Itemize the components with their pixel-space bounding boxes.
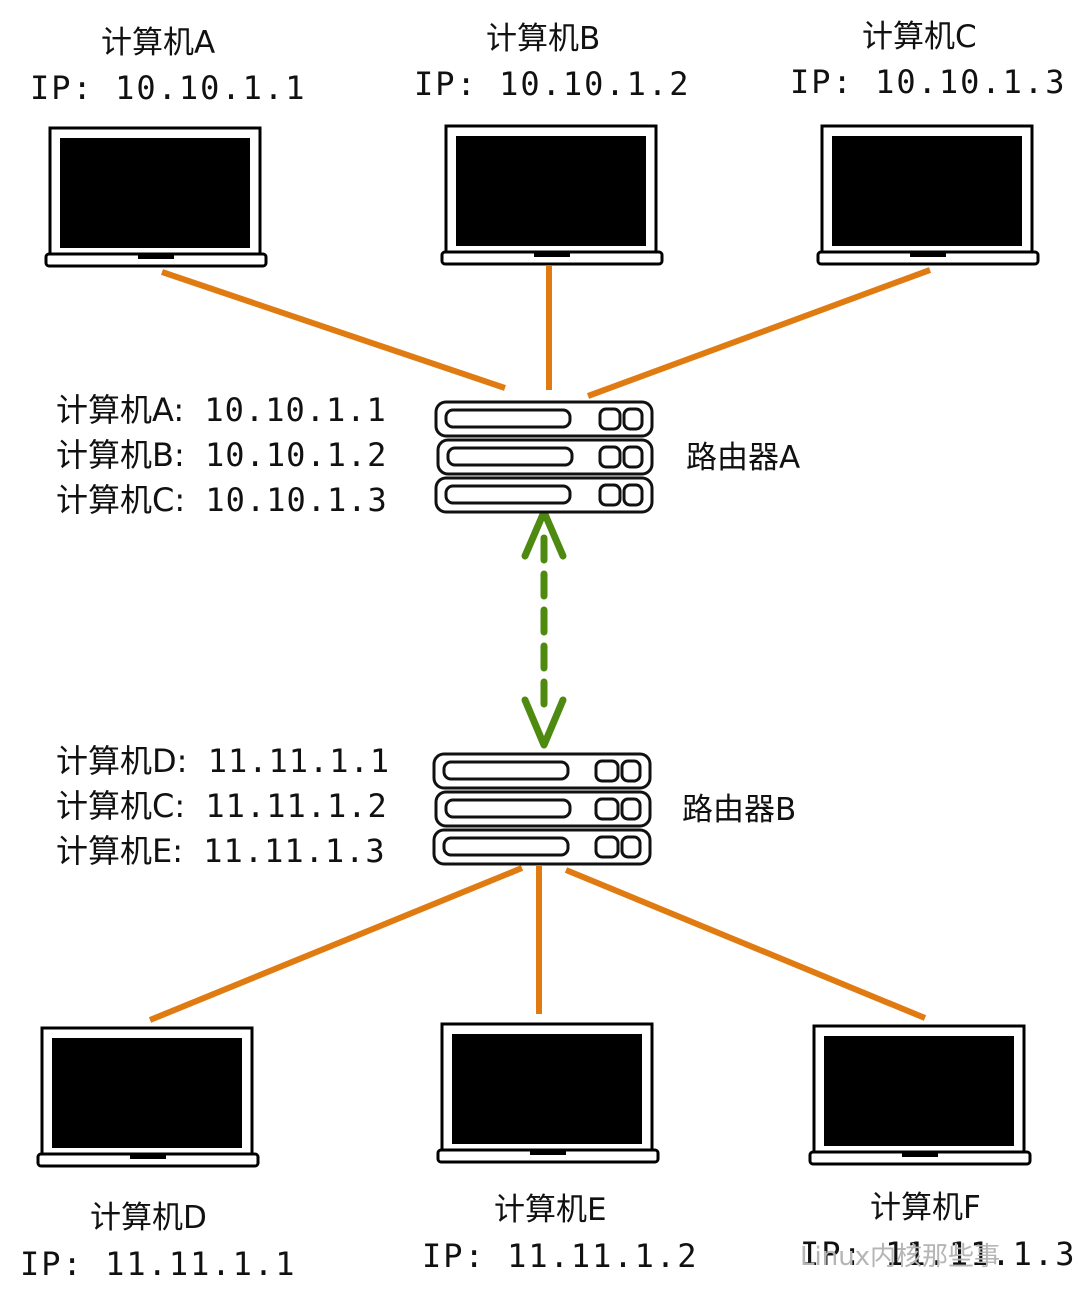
laptop-icon — [36, 1026, 260, 1168]
entry-computer-name: 计算机C: — [56, 787, 186, 825]
entry-ip: 10.10.1.3 — [205, 481, 388, 519]
computer-f-ip: IP: 11.11.1.3 — [800, 1235, 1077, 1273]
entry-ip: 10.10.1.1 — [204, 391, 387, 429]
link-router-b-computer-f — [564, 867, 927, 1021]
computer-b-ip: IP: 10.10.1.2 — [414, 65, 691, 103]
watermark: Linux内核那些事 — [800, 1242, 1001, 1272]
laptop-icon — [436, 1022, 660, 1164]
links-router-b — [148, 865, 927, 1023]
entry-ip: 11.11.1.2 — [205, 787, 388, 825]
router-a-entry: 计算机B: 10.10.1.2 — [56, 439, 387, 471]
router-icon — [434, 400, 654, 514]
link-computer-a-router-a — [161, 269, 506, 391]
computer-a-name: 计算机A — [101, 25, 216, 61]
entry-computer-name: 计算机E: — [56, 832, 184, 870]
router-a-name: 路由器A — [686, 440, 801, 476]
router-b-entry: 计算机D: 11.11.1.1 — [56, 745, 390, 777]
entry-ip: 11.11.1.3 — [203, 832, 386, 870]
laptop-icon — [816, 124, 1040, 266]
router-a-entry: 计算机C: 10.10.1.3 — [56, 484, 388, 516]
entry-computer-name: 计算机D: — [56, 742, 188, 780]
entry-ip: 11.11.1.1 — [207, 742, 391, 780]
computer-b-name: 计算机B — [486, 21, 601, 57]
links-router-a — [161, 266, 932, 399]
router-interconnect — [521, 508, 567, 749]
computer-d-name: 计算机D — [90, 1200, 207, 1236]
link-router-b-computer-d — [148, 865, 524, 1023]
router-b-name: 路由器B — [682, 792, 797, 828]
router-b-entry: 计算机E: 11.11.1.3 — [56, 835, 386, 867]
laptop-icon — [808, 1024, 1032, 1166]
entry-computer-name: 计算机A: — [56, 391, 185, 429]
entry-computer-name: 计算机C: — [56, 481, 186, 519]
entry-computer-name: 计算机B: — [56, 436, 185, 474]
computer-a-ip: IP: 10.10.1.1 — [30, 69, 307, 107]
entry-ip: 10.10.1.2 — [205, 436, 388, 474]
router-icon — [432, 752, 652, 866]
laptop-icon — [440, 124, 664, 266]
computer-d-ip: IP: 11.11.1.1 — [20, 1245, 297, 1283]
laptop-icon — [44, 126, 268, 268]
router-b-entry: 计算机C: 11.11.1.2 — [56, 790, 388, 822]
computer-e-name: 计算机E — [494, 1192, 607, 1228]
arrowhead-down-icon — [521, 696, 567, 749]
router-a-entry: 计算机A: 10.10.1.1 — [56, 394, 387, 426]
link-computer-c-router-a — [586, 267, 932, 399]
computer-e-ip: IP: 11.11.1.2 — [422, 1237, 699, 1275]
computer-c-name: 计算机C — [862, 19, 977, 55]
computer-c-ip: IP: 10.10.1.3 — [790, 63, 1067, 101]
computer-f-name: 计算机F — [870, 1190, 981, 1226]
